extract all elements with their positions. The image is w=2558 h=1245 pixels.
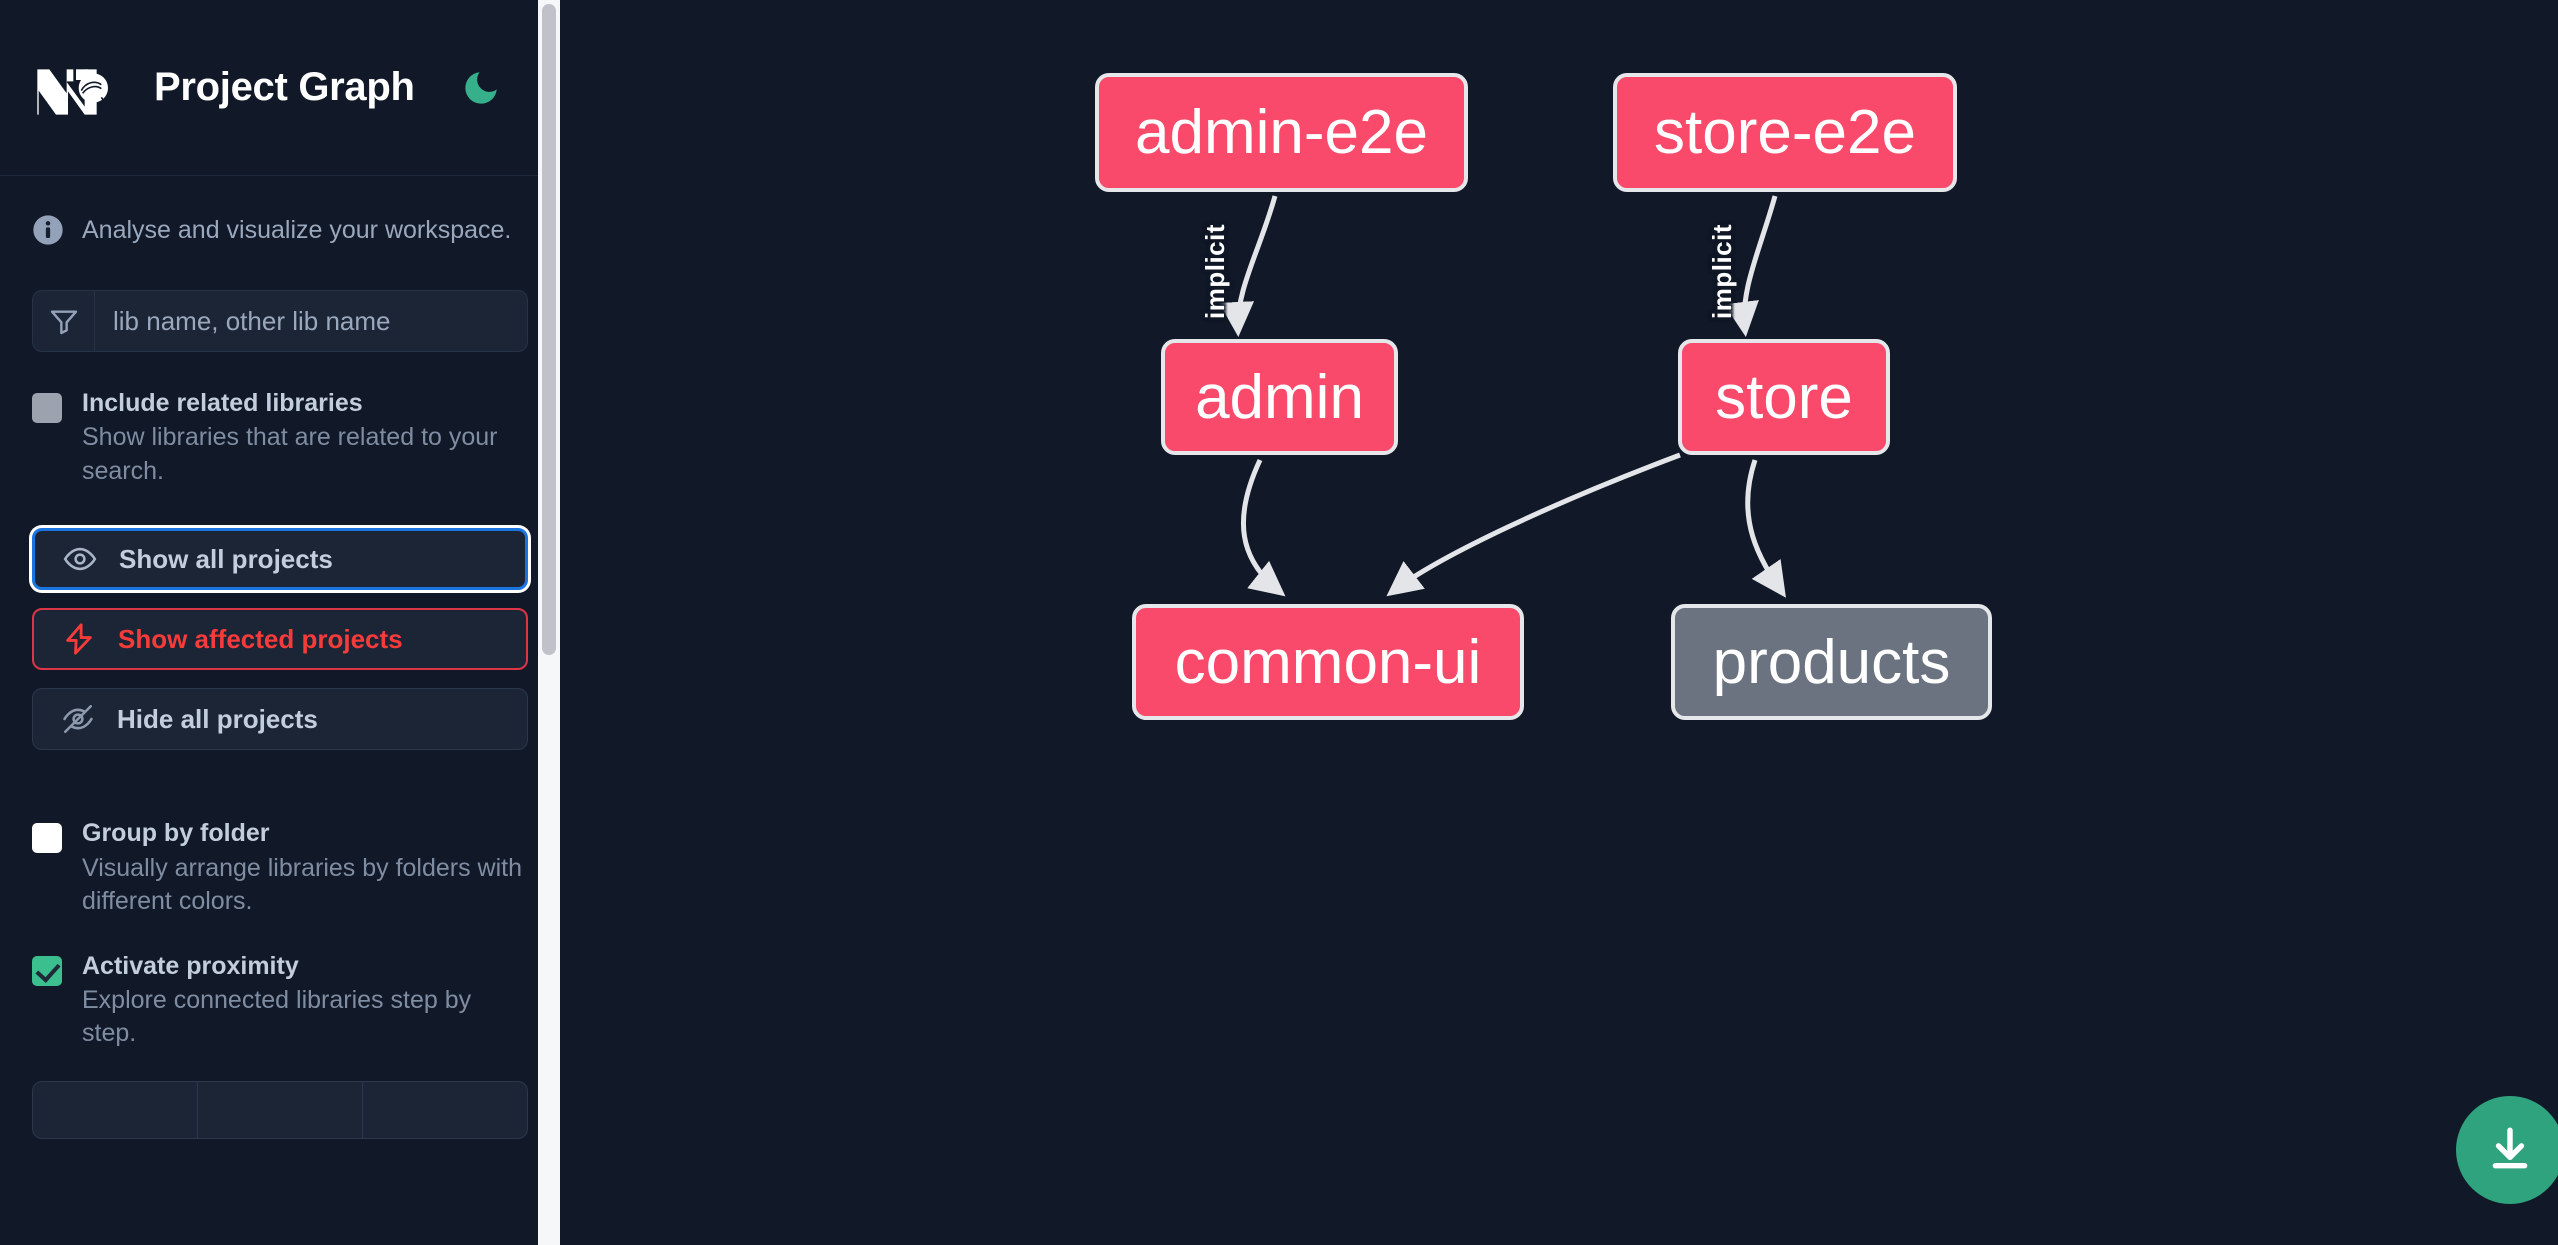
proximity-step-option-2[interactable] [198,1081,363,1138]
checkbox-include-related-libraries-desc: Show libraries that are related to your … [82,423,498,485]
sidebar-scrollbar-track[interactable] [538,0,560,1245]
graph-node-store-e2e[interactable]: store-e2e [1613,73,1957,192]
lightning-icon [62,622,96,656]
proximity-step-option-1[interactable] [33,1081,198,1138]
checkbox-group-by-folder-desc: Visually arrange libraries by folders wi… [82,853,523,916]
moon-icon[interactable] [457,64,505,112]
info-icon [32,214,64,246]
checkbox-group-by-folder-box[interactable] [32,823,62,854]
project-visibility-buttons: Show all projects Show affected projects [32,528,528,751]
tagline-text: Analyse and visualize your workspace. [82,215,512,244]
edge-store-e2e-to-store [1724,195,1778,337]
hide-all-projects-button[interactable]: Hide all projects [32,688,528,751]
show-all-projects-label: Show all projects [119,543,333,574]
page-title: Project Graph [154,65,415,109]
checkbox-activate-proximity-label: Activate proximity [82,951,299,980]
graph-node-store-label: store [1715,362,1853,432]
graph-node-common-ui[interactable]: common-ui [1132,604,1524,720]
graph-node-products[interactable]: products [1671,604,1992,720]
proximity-step-option-3[interactable] [363,1082,527,1138]
edge-store-to-common-ui [1386,452,1681,597]
download-graph-button[interactable] [2456,1096,2558,1204]
checkbox-include-related-libraries-label: Include related libraries [82,389,363,417]
graph-node-admin-e2e[interactable]: admin-e2e [1095,73,1468,192]
checkbox-include-related-libraries[interactable]: Include related libraries Show libraries… [32,388,528,488]
edge-store-to-products [1745,459,1786,598]
checkbox-activate-proximity-desc: Explore connected libraries step by step… [82,985,472,1048]
checkbox-group-by-folder[interactable]: Group by folder Visually arrange librari… [32,818,528,918]
checkbox-activate-proximity-box[interactable] [32,955,62,986]
search-input[interactable] [95,291,527,351]
search-bar[interactable] [32,290,528,352]
eye-icon [63,542,97,576]
graph-node-common-ui-label: common-ui [1174,627,1482,697]
nx-logo-icon [32,57,112,119]
divider [32,750,528,782]
eye-off-icon [61,702,95,736]
edge-admin-e2e-to-admin [1219,195,1278,337]
checkbox-include-related-libraries-box[interactable] [32,393,62,423]
checkbox-activate-proximity[interactable]: Activate proximity Explore connected lib… [32,951,528,1051]
download-icon [2485,1124,2535,1177]
graph-node-store[interactable]: store [1678,339,1890,455]
checkbox-group-by-folder-label: Group by folder [82,819,270,848]
show-all-projects-button[interactable]: Show all projects [32,528,528,591]
sidebar-body: Analyse and visualize your workspace. In… [0,176,560,1139]
edge-admin-to-common-ui [1240,458,1286,597]
graph-canvas[interactable]: admin-e2e store-e2e admin store common-u… [560,0,2558,1245]
sidebar-header: Project Graph [0,0,560,176]
proximity-step-control[interactable] [32,1080,528,1139]
show-affected-projects-button[interactable]: Show affected projects [32,608,528,671]
graph-edges [1219,195,1786,598]
graph-node-store-e2e-label: store-e2e [1654,98,1916,167]
graph-node-admin[interactable]: admin [1161,339,1398,455]
sidebar-scrollbar-thumb[interactable] [542,4,556,655]
filter-icon [33,291,95,351]
hide-all-projects-label: Hide all projects [117,703,318,734]
graph-node-products-label: products [1712,627,1951,697]
graph-node-admin-e2e-label: admin-e2e [1135,98,1428,167]
tagline-row: Analyse and visualize your workspace. [32,176,528,246]
sidebar: Project Graph Analyse and visualize your… [0,0,560,1245]
show-affected-projects-label: Show affected projects [118,623,403,654]
graph-node-admin-label: admin [1195,362,1364,432]
